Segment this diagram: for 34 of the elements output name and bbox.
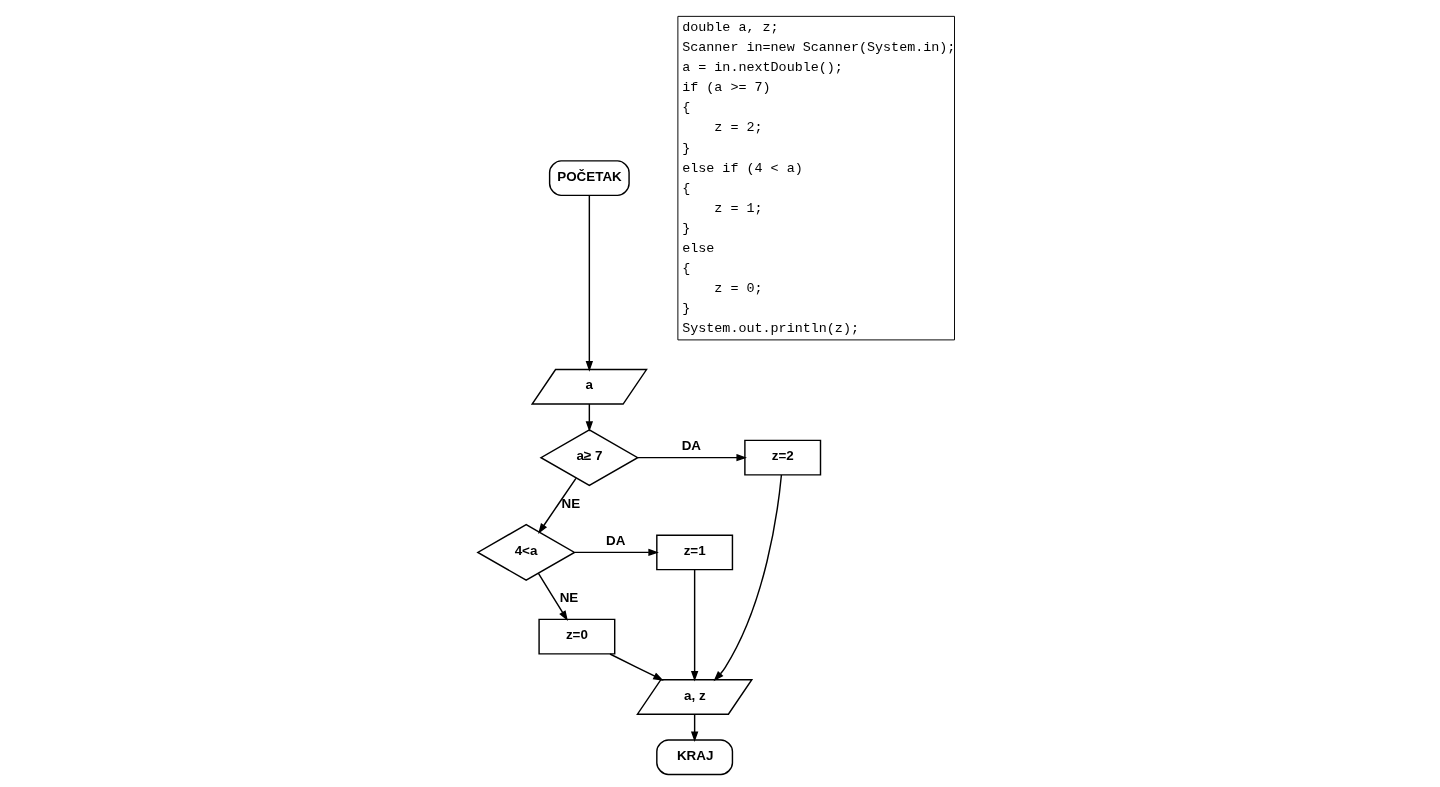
arrow	[574, 548, 659, 557]
label: {	[682, 261, 691, 277]
label: System.out.println(z);	[682, 321, 859, 337]
label: else if (4 < a)	[682, 160, 803, 176]
arrow	[637, 453, 747, 462]
node-diamond: a≥ 7	[539, 429, 640, 487]
label: }	[682, 140, 691, 156]
label: else	[682, 241, 715, 257]
arrow	[713, 474, 783, 682]
arrow	[609, 653, 664, 681]
label: Scanner in=new Scanner(System.in);	[682, 40, 956, 56]
label: z = 2;	[714, 120, 763, 136]
node-box: KRAJ	[656, 739, 734, 776]
edge-label: NE	[559, 590, 579, 606]
arrow	[585, 194, 594, 372]
edge-label: NE	[561, 495, 581, 511]
label: z = 0;	[714, 281, 763, 297]
arrow	[537, 572, 568, 622]
label: {	[682, 100, 691, 116]
label: }	[682, 301, 691, 317]
label: z = 1;	[714, 200, 763, 216]
node-box: z=2	[744, 439, 822, 476]
label: }	[682, 220, 691, 236]
label: a = in.nextDouble();	[682, 60, 843, 76]
node-box: z=0	[538, 618, 616, 655]
node-box: POČETAK	[548, 160, 630, 197]
arrow	[690, 569, 699, 682]
node-box: z=1	[656, 534, 734, 571]
label: double a, z;	[682, 19, 779, 35]
label: if (a >= 7)	[682, 80, 771, 96]
arrow	[538, 477, 577, 534]
edge-label: DA	[606, 532, 626, 548]
edge-label: DA	[681, 438, 702, 454]
label: {	[682, 180, 691, 196]
